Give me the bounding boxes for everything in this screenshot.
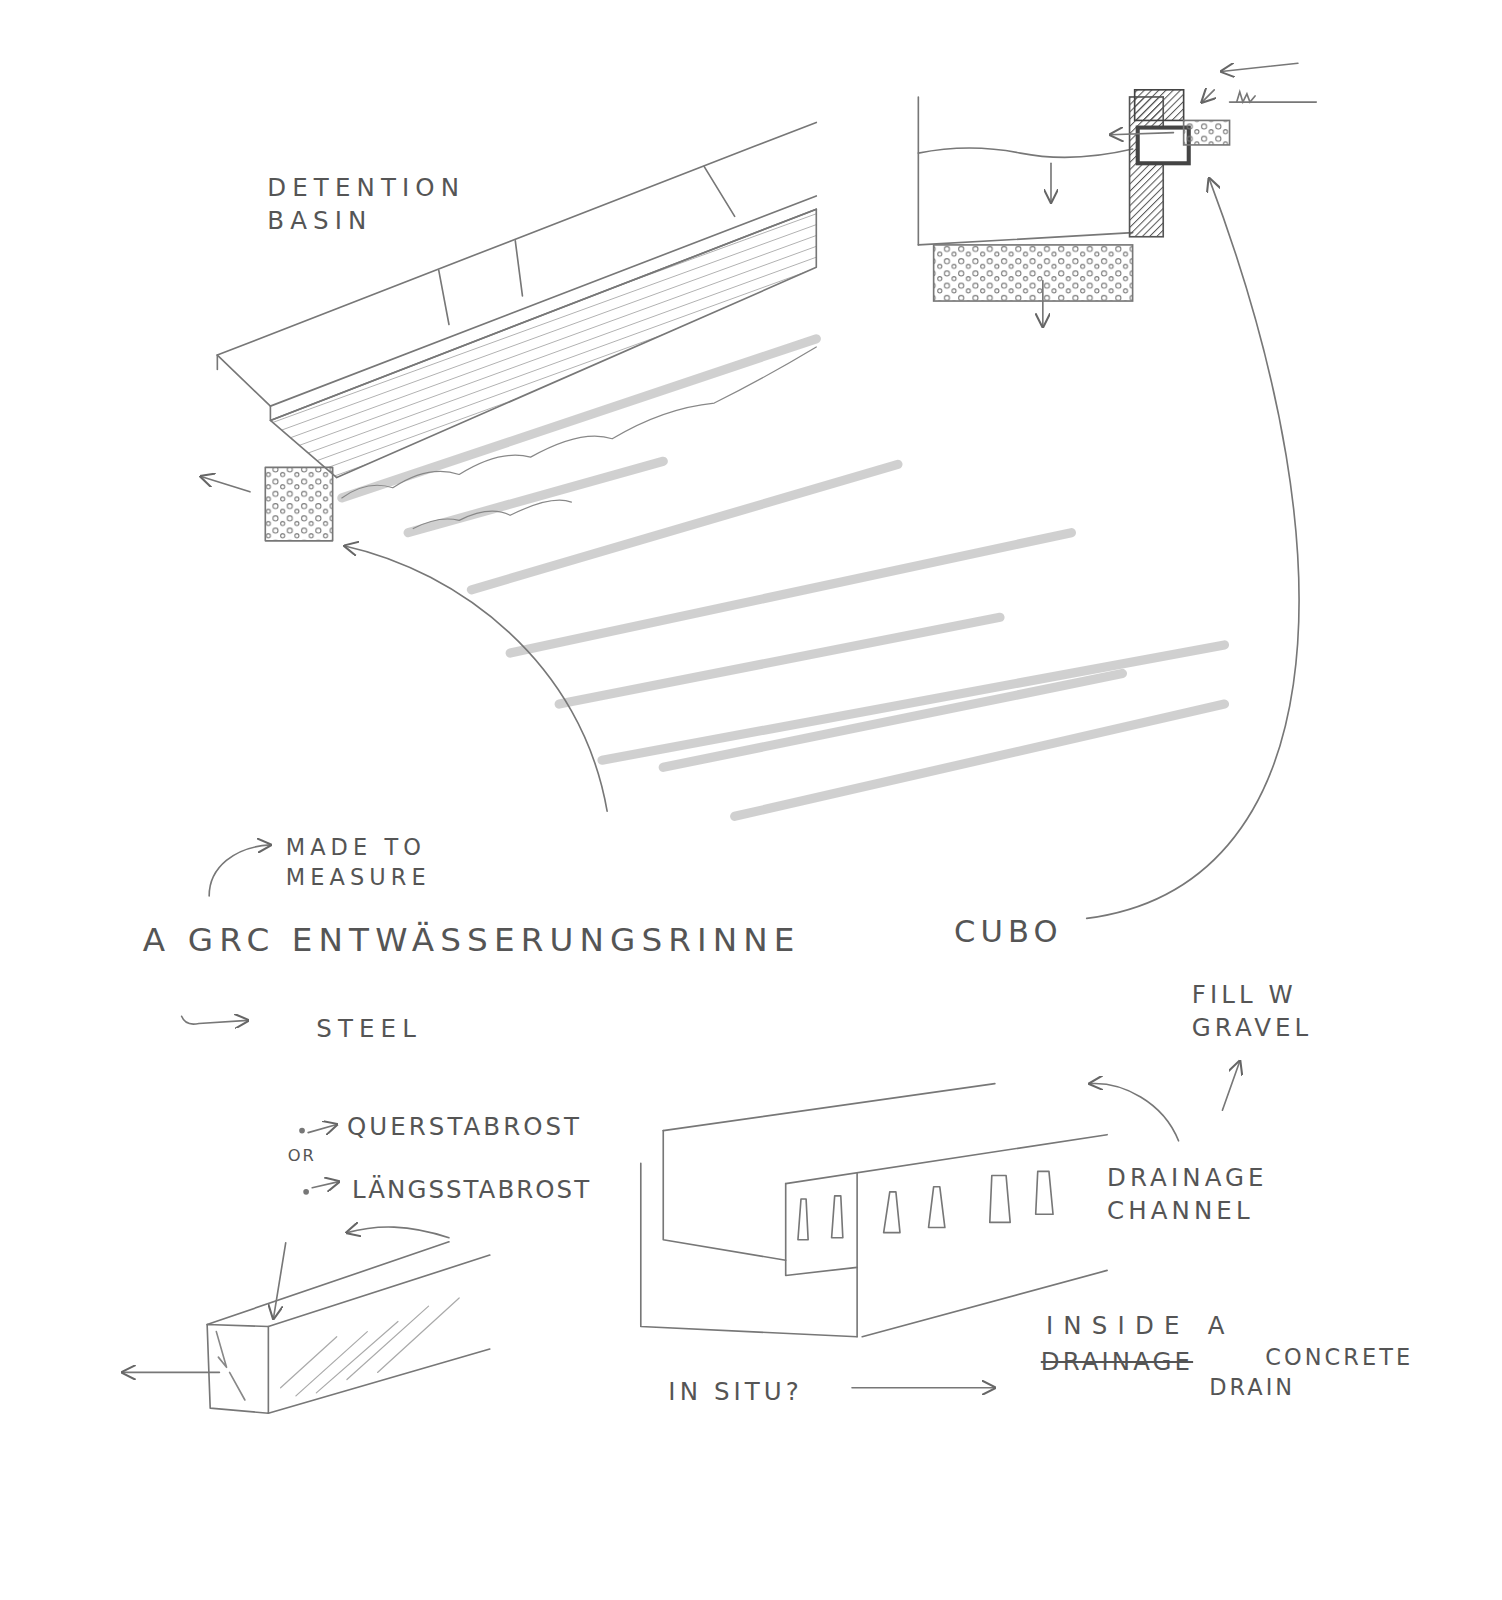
handwritten-note: FILL W GRAVEL	[1192, 978, 1330, 1044]
handwritten-note: QUERSTABROST	[347, 1110, 582, 1143]
handwritten-note: OR	[288, 1145, 316, 1167]
handwritten-note: INSIDE A	[1046, 1309, 1235, 1342]
handwritten-note: MADE TO MEASURE	[286, 832, 531, 893]
leader-arrows	[182, 179, 1299, 1194]
grate-sketch	[122, 1227, 489, 1413]
handwritten-note: LÄNGSSTABROST	[352, 1173, 591, 1206]
handwritten-note: A GRC ENTWÄSSERUNGSRINNE	[143, 918, 801, 962]
detention-basin-sketch	[201, 122, 1224, 816]
handwritten-note: DRAINAGE CHANNEL	[1107, 1161, 1342, 1227]
handwritten-note: DETENTION BASIN	[267, 171, 512, 237]
section-detail	[918, 63, 1316, 326]
handwritten-note: IN SITU?	[668, 1375, 803, 1408]
handwritten-note: CONCRETE DRAIN	[1209, 1342, 1413, 1403]
handwritten-note: CUBO	[954, 911, 1063, 952]
handwritten-note: STEEL	[316, 1012, 422, 1045]
handwritten-note: DRAINAGE	[1041, 1345, 1193, 1378]
